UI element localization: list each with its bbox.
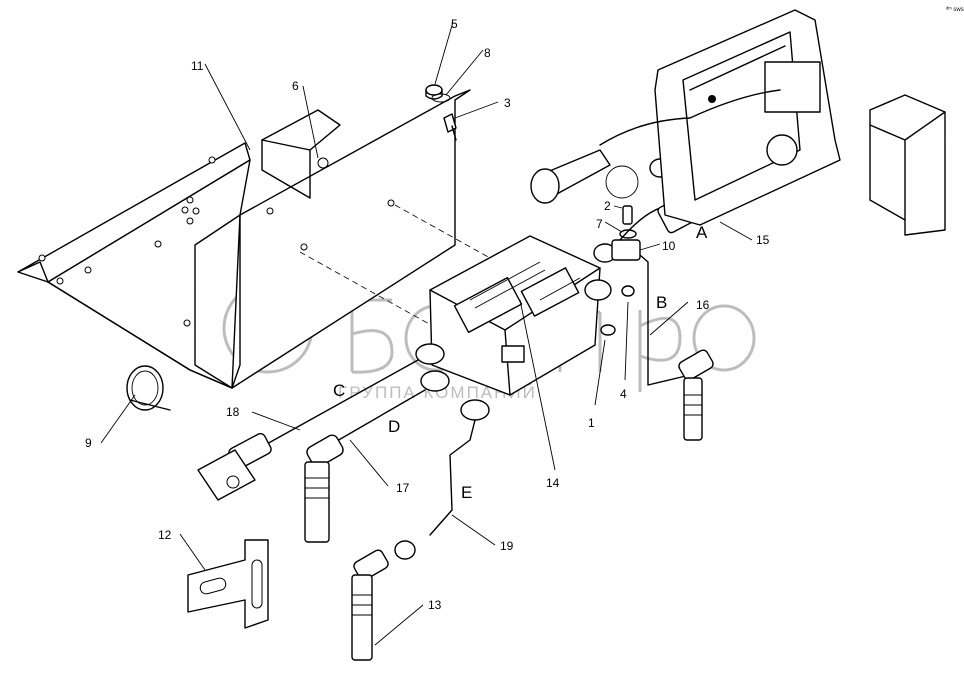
cable-d (304, 389, 426, 543)
cable-letter-e: E (461, 483, 472, 502)
callout-6: 6 (292, 79, 299, 93)
callout-2: 2 (604, 199, 611, 213)
cable-c (197, 359, 419, 501)
part-1-screw (600, 324, 616, 336)
part-5-nut (425, 84, 443, 100)
callout-14: 14 (546, 476, 560, 490)
callout-3: 3 (504, 96, 511, 110)
part-9-clamp (126, 365, 171, 411)
callout-18: 18 (226, 405, 240, 419)
corner-mark: ᵈᵐ sws (946, 6, 964, 13)
part-2-bolt (622, 205, 633, 225)
callout-19: 19 (500, 539, 514, 553)
cable-letter-d: D (388, 417, 400, 436)
cable-b (639, 254, 714, 441)
cable-letter-a: A (696, 223, 708, 242)
watermark-subtitle: ГРУППА КОМПАНИЙ (338, 383, 537, 402)
callout-5: 5 (451, 17, 458, 31)
cable-letter-c: C (333, 381, 345, 400)
part-14-junction-box (415, 235, 617, 421)
display-unit (530, 9, 841, 226)
callout-10: 10 (662, 239, 676, 253)
leader-lines (100, 21, 753, 646)
cable-letters: A B C D E (333, 223, 708, 502)
cable-e (351, 419, 476, 661)
callout-17: 17 (396, 481, 410, 495)
callouts: 11 6 5 8 3 2 7 10 15 16 4 1 14 18 17 9 1… (85, 17, 770, 612)
callout-11: 11 (191, 59, 204, 73)
part-12-bracket (187, 539, 269, 629)
callout-4: 4 (620, 387, 627, 401)
part-4-nut (621, 285, 635, 297)
callout-1: 1 (588, 416, 595, 430)
part-6-nut-icon (317, 157, 329, 169)
callout-13: 13 (428, 598, 442, 612)
part-11-bracket (17, 89, 491, 389)
callout-12: 12 (158, 528, 172, 542)
callout-9: 9 (85, 436, 92, 450)
callout-16: 16 (696, 298, 710, 312)
side-bracket (869, 94, 946, 236)
callout-8: 8 (484, 46, 491, 60)
callout-15: 15 (756, 233, 770, 247)
cable-letter-b: B (656, 293, 667, 312)
part-3-bolt (443, 113, 457, 141)
callout-7: 7 (596, 217, 603, 231)
part-10-clamp (611, 239, 641, 261)
part-8-washer (431, 93, 451, 103)
